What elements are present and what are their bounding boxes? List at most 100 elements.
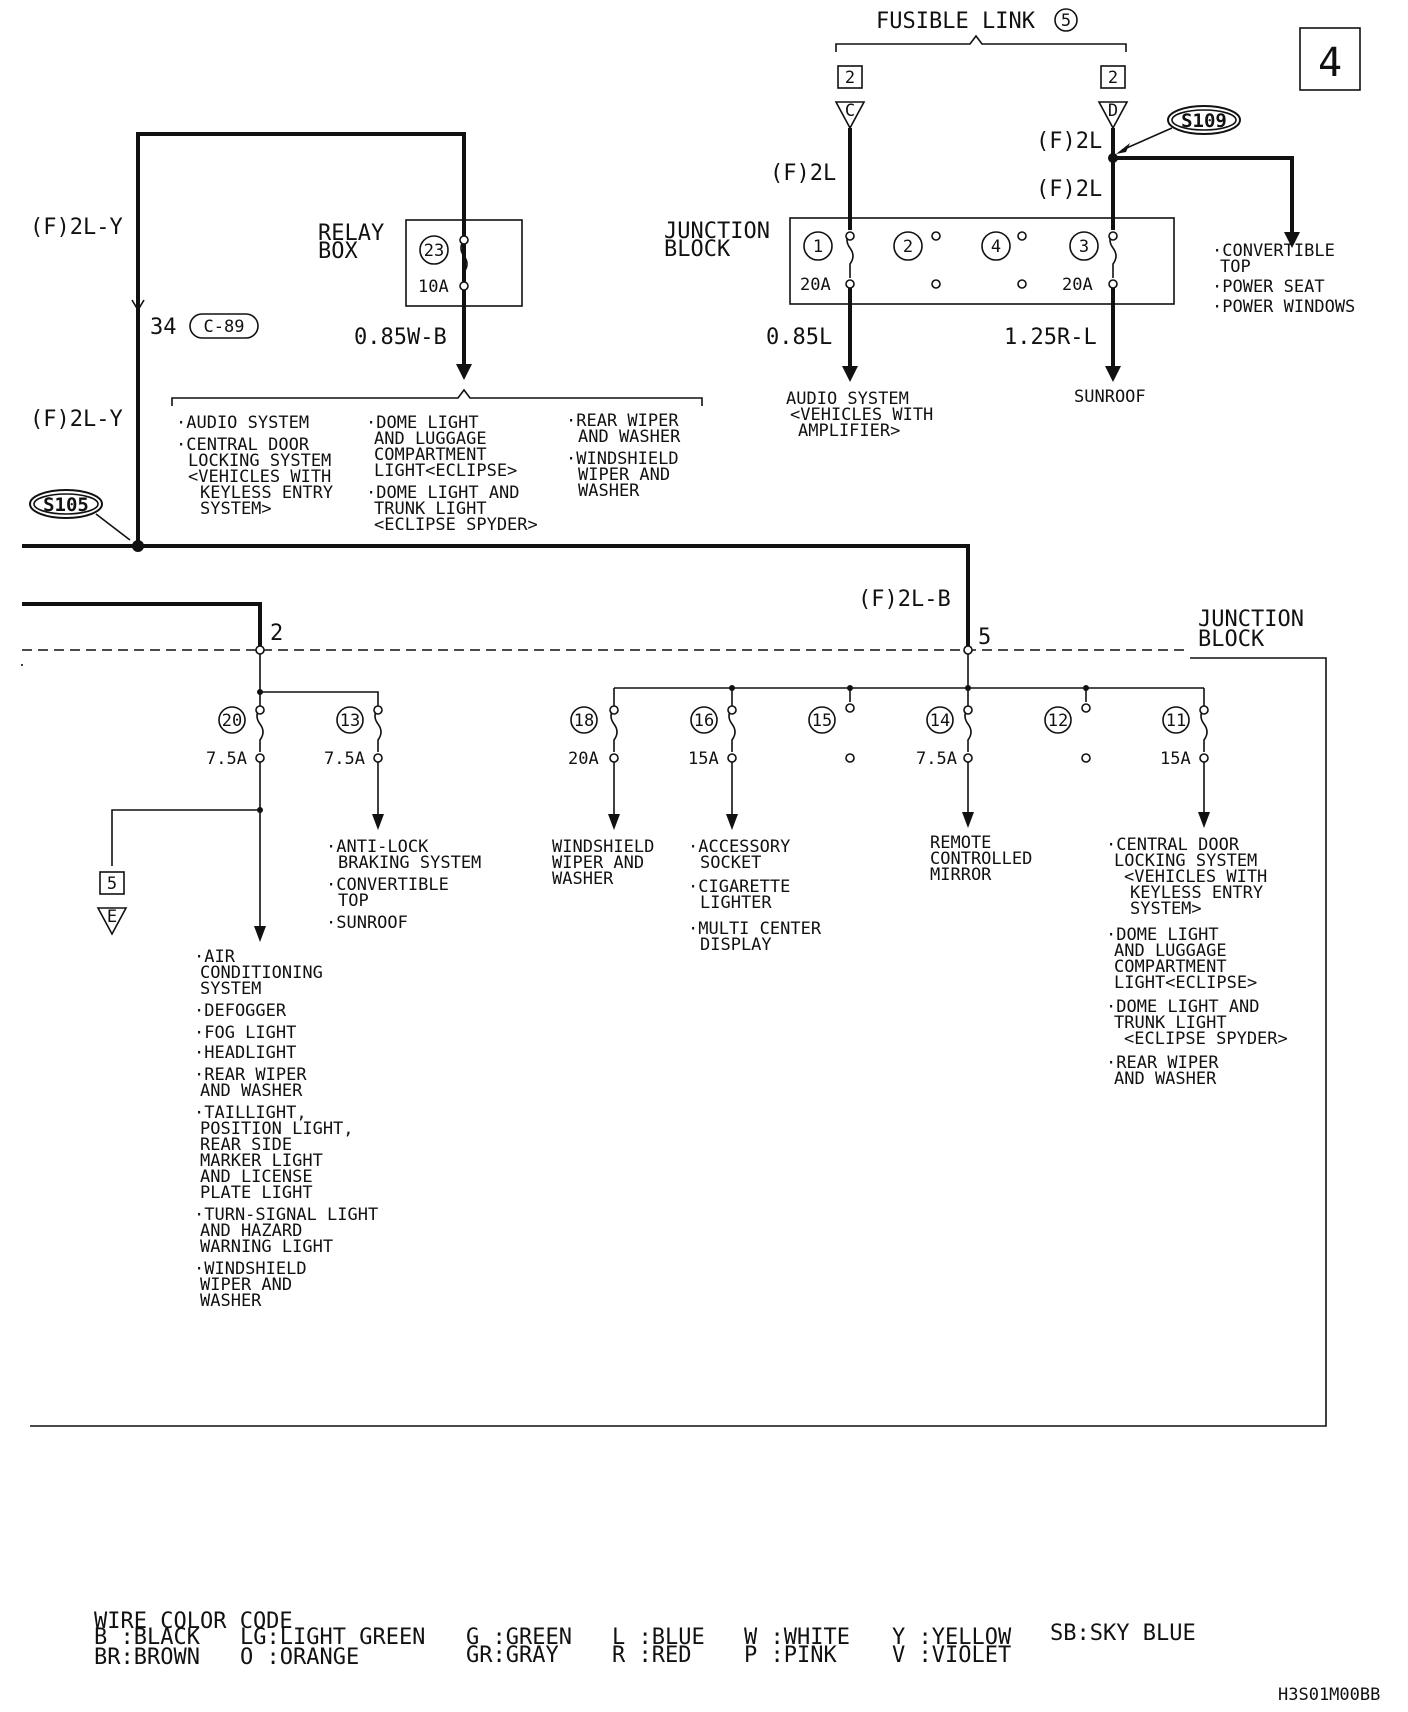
- wire-main-y: [136, 132, 466, 546]
- wire-label-fl-d-top: (F)2L: [1036, 129, 1102, 154]
- fuse-16-num: 16: [694, 711, 714, 731]
- relay-load-c2-1: ·DOME LIGHT: [366, 413, 479, 433]
- fuse-13: 13 7.5A: [324, 705, 383, 769]
- load-f11-2: LOCKING SYSTEM: [1114, 851, 1257, 871]
- load-f18-3: WASHER: [552, 869, 614, 889]
- jb-main-title-2: BLOCK: [1198, 627, 1265, 652]
- audio-amp-line-2: <VEHICLES WITH: [790, 405, 933, 425]
- load-f20-13: AND LICENSE: [200, 1167, 313, 1187]
- fusible-link-title: FUSIBLE LINK: [876, 9, 1036, 34]
- wire-color-legend: WIRE COLOR CODE B :BLACK LG:LIGHT GREEN …: [94, 1609, 1196, 1670]
- load-f20-14: PLATE LIGHT: [200, 1183, 313, 1203]
- wire-label-fl-d-bot: (F)2L: [1036, 177, 1102, 202]
- legend-b: B :BLACK: [94, 1625, 201, 1650]
- wire-label-jb-out-1: 0.85L: [766, 325, 832, 350]
- jb-top-fuse-3: 3: [1079, 237, 1089, 257]
- fuse-14-amp: 7.5A: [916, 749, 957, 769]
- load-f20-11: REAR SIDE: [200, 1135, 292, 1155]
- load-f20-9: ·TAILLIGHT,: [194, 1103, 307, 1123]
- load-f11-12: <ECLIPSE SPYDER>: [1124, 1029, 1288, 1049]
- jb-top-fuse-4-term-a: [1017, 231, 1027, 241]
- load-f11-9: LIGHT<ECLIPSE>: [1114, 973, 1257, 993]
- wire-label-main-y-bot: (F)2L-Y: [30, 407, 123, 432]
- relay-load-c1-5: KEYLESS ENTRY: [200, 483, 333, 503]
- wire-label-main-y-top: (F)2L-Y: [30, 215, 123, 240]
- fuse-18-amp: 20A: [568, 749, 599, 769]
- s109-arrowhead: [1116, 143, 1130, 154]
- relay-load-c1-4: <VEHICLES WITH: [188, 467, 331, 487]
- wire-label-jb-out-3: 1.25R-L: [1004, 325, 1097, 350]
- load-f20-12: MARKER LIGHT: [200, 1151, 323, 1171]
- fuse-16: 16 15A: [688, 705, 737, 769]
- wire-label-fl-c: (F)2L: [770, 161, 836, 186]
- relay-load-c3-5: WASHER: [578, 481, 640, 501]
- jb-top-fuse-4: 4: [991, 237, 1001, 257]
- bus-node-12: [1083, 685, 1089, 691]
- pin-5-terminal: [963, 645, 973, 655]
- relay-load-c1-1: ·AUDIO SYSTEM: [176, 413, 309, 433]
- jb-main-outline: [30, 657, 1327, 1427]
- legend-r: R :RED: [612, 1643, 691, 1668]
- fusible-link-number: 5: [1061, 11, 1071, 31]
- fuse-20-amp: 7.5A: [206, 749, 247, 769]
- load-f20-4: ·DEFOGGER: [194, 1001, 287, 1021]
- out-14-arrow: [962, 812, 974, 828]
- jb-top-title-2: BLOCK: [664, 237, 731, 262]
- terminal-d-num-box: [1100, 65, 1126, 89]
- fusible-link-number-circle: [1054, 8, 1078, 32]
- relay-load-c3-1: ·REAR WIPER: [566, 411, 679, 431]
- wire-out-20: [111, 762, 261, 930]
- load-f11-7: AND LUGGAGE: [1114, 941, 1227, 961]
- s105-label: S105: [43, 494, 89, 516]
- legend-v: V :VIOLET: [892, 1643, 1011, 1668]
- legend-gr: GR:GRAY: [466, 1643, 559, 1668]
- relay-fuse-symbol: [460, 239, 468, 280]
- relay-load-c1-3: LOCKING SYSTEM: [188, 451, 331, 471]
- load-f20-5: ·FOG LIGHT: [194, 1023, 296, 1043]
- connector-mark: [131, 299, 145, 312]
- jb-top-fuse-3-term-b: [1108, 279, 1118, 289]
- jb-top-amp-3: 20A: [1062, 275, 1093, 295]
- wire-label-main-b: (F)2L-B: [858, 587, 951, 612]
- s109-badge-inner: [1171, 109, 1237, 131]
- audio-amp-line-1: AUDIO SYSTEM: [786, 389, 909, 409]
- fuse-14-num: 14: [930, 711, 950, 731]
- load-f13-2: BRAKING SYSTEM: [338, 853, 481, 873]
- jb-top-fuse-2-term-b: [931, 279, 941, 289]
- connector-id: C-89: [204, 317, 245, 337]
- figure-code: H3S01M00BB: [1278, 1685, 1380, 1705]
- relay-loads-bracket: [171, 388, 703, 406]
- load-f20-2: CONDITIONING: [200, 963, 323, 983]
- page-number-box: [1299, 27, 1361, 91]
- fuse-20: 20 7.5A: [206, 692, 265, 769]
- relay-load-c2-5: ·DOME LIGHT AND: [366, 483, 520, 503]
- terminal-c-num: 2: [845, 68, 855, 88]
- out-18-arrow: [608, 814, 620, 830]
- wire-out-20-node: [257, 807, 263, 813]
- relay-fuse-term-a: [459, 235, 469, 245]
- loads-f20: ·AIR CONDITIONING SYSTEM ·DEFOGGER ·FOG …: [194, 947, 378, 1311]
- legend-g: G :GREEN: [466, 1625, 572, 1650]
- terminal-c-num-box: [837, 65, 863, 89]
- jb-top-fuse-4-circle: [981, 231, 1011, 261]
- wire-s109-branch: [1113, 156, 1294, 238]
- load-f11-14: AND WASHER: [1114, 1069, 1217, 1089]
- load-f11-13: ·REAR WIPER: [1106, 1053, 1219, 1073]
- jb-top-fuse-2: 2: [903, 237, 913, 257]
- load-f16-3: ·CIGARETTE: [688, 877, 790, 897]
- fusible-link-bracket: [835, 34, 1127, 52]
- relay-box-title-1: RELAY: [318, 221, 384, 246]
- s105-badge: [29, 489, 103, 519]
- s105-leader: [95, 513, 131, 541]
- load-f20-1: ·AIR: [194, 947, 236, 967]
- fuse-13-amp: 7.5A: [324, 749, 365, 769]
- legend-sb: SB:SKY BLUE: [1050, 1621, 1196, 1646]
- terminal-d-num: 2: [1108, 68, 1118, 88]
- s109-load-line-1: ·CONVERTIBLE: [1212, 241, 1335, 261]
- jb-main-title-1: JUNCTION: [1198, 607, 1304, 632]
- jb-top-fuse-2-term-a: [931, 231, 941, 241]
- load-f11-5: SYSTEM>: [1130, 899, 1202, 919]
- sunroof-label: SUNROOF: [1074, 387, 1146, 407]
- load-f14-2: CONTROLLED: [930, 849, 1032, 869]
- fuse-18-num: 18: [574, 711, 594, 731]
